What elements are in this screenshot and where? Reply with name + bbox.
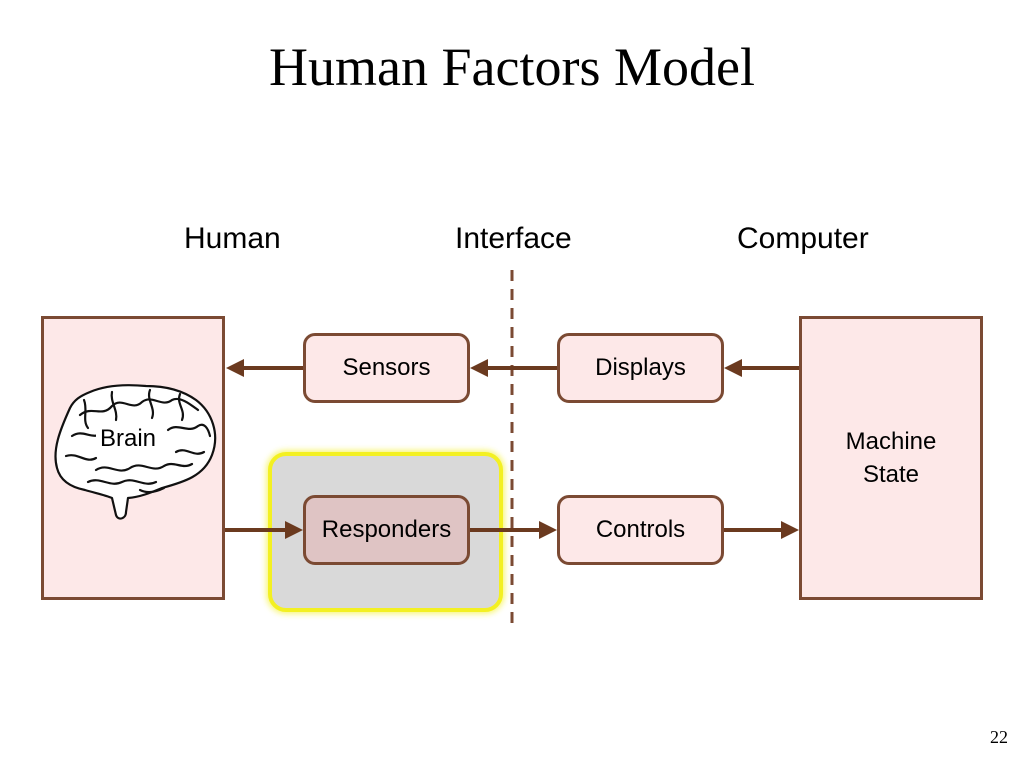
- page-number: 22: [990, 727, 1008, 747]
- column-label-interface: Interface: [455, 222, 572, 255]
- controls-node: Controls: [557, 495, 724, 565]
- column-label-computer: Computer: [737, 222, 869, 255]
- arrow-displays-to-sensors: [470, 359, 557, 377]
- arrow-sensors-to-human: [226, 359, 303, 377]
- responders-node: Responders: [303, 495, 470, 565]
- slide-title: Human Factors Model: [269, 37, 755, 97]
- machine-state-box: [799, 316, 983, 600]
- arrow-responders-to-controls: [470, 521, 557, 539]
- sensors-node: Sensors: [303, 333, 470, 403]
- brain-label: Brain: [96, 424, 161, 454]
- column-label-human: Human: [184, 222, 281, 255]
- arrow-human-to-responders: [225, 521, 303, 539]
- machine-state-label: Machine State: [845, 428, 937, 488]
- arrow-machine-to-displays: [724, 359, 799, 377]
- displays-node: Displays: [557, 333, 724, 403]
- arrow-controls-to-machine: [724, 521, 799, 539]
